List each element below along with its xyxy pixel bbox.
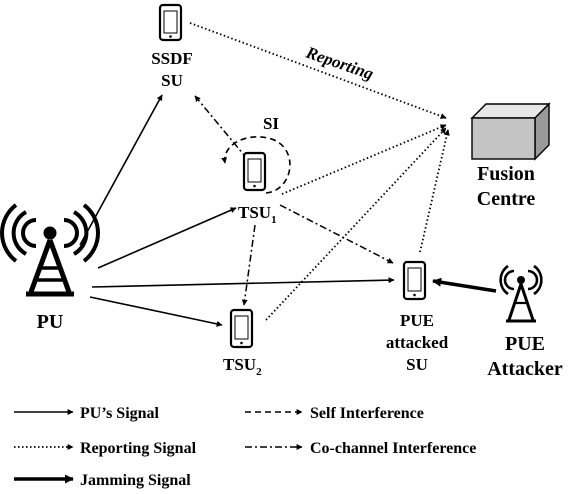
ssdf-to-tsu1-cochannel-arrow xyxy=(194,95,245,156)
pue-attacker-label-line2: Attacker xyxy=(487,358,563,380)
fusion-centre-box-icon xyxy=(470,102,551,161)
tsu2-label: TSU2 xyxy=(223,355,262,378)
pue-attacked-su-phone-icon xyxy=(402,260,427,301)
pu-tower-icon xyxy=(0,203,100,297)
ssdf-su-label-line2: SU xyxy=(161,71,183,90)
pue-attacker-tower-icon xyxy=(499,264,543,323)
pu-to-tsu2-arrow xyxy=(89,296,223,327)
pu-label: PU xyxy=(37,311,64,333)
legend-reporting-label: Reporting Signal xyxy=(80,440,197,457)
jamming-arrow xyxy=(432,277,497,293)
tsu1-label: TSU1 xyxy=(238,203,277,226)
tsu1-to-tsu2-cochannel-arrow xyxy=(241,224,256,306)
legend-pu-signal-label: PU’s Signal xyxy=(80,405,160,422)
self-interference-loop xyxy=(221,136,291,194)
legend-jamming-label: Jamming Signal xyxy=(80,472,191,489)
pue-su-report-arrow xyxy=(419,129,450,253)
ssdf-su-phone-icon xyxy=(158,3,183,42)
pue-su-label-line3: SU xyxy=(406,355,428,374)
legend: PU’s Signal Reporting Signal Jamming Sig… xyxy=(14,405,476,489)
tsu1-to-pue-su-cochannel-arrow xyxy=(279,204,394,264)
pu-to-ssdf-arrow xyxy=(79,94,163,246)
ssdf-su-label-line1: SSDF xyxy=(151,49,193,68)
pue-su-label-line1: PUE xyxy=(400,311,434,330)
tsu2-phone-icon xyxy=(229,308,254,349)
self-interference-label: SI xyxy=(263,114,279,133)
ssdf-report-arrow xyxy=(189,22,447,119)
legend-self-interference-label: Self Interference xyxy=(310,405,424,422)
tsu1-report-arrow xyxy=(281,124,447,195)
reporting-edge-label: Reporting xyxy=(303,42,377,83)
pu-to-tsu1-arrow xyxy=(97,207,237,269)
edges xyxy=(79,22,497,327)
pu-to-pue-su-arrow xyxy=(91,277,395,288)
legend-cochannel-label: Co-channel Interference xyxy=(310,440,476,457)
pue-attacker-label-line1: PUE xyxy=(505,333,545,355)
tsu1-phone-icon xyxy=(242,151,267,192)
pue-su-label-line2: attacked xyxy=(386,333,449,352)
fusion-centre-label-line2: Centre xyxy=(477,188,536,210)
fusion-centre-label-line1: Fusion xyxy=(477,163,535,185)
